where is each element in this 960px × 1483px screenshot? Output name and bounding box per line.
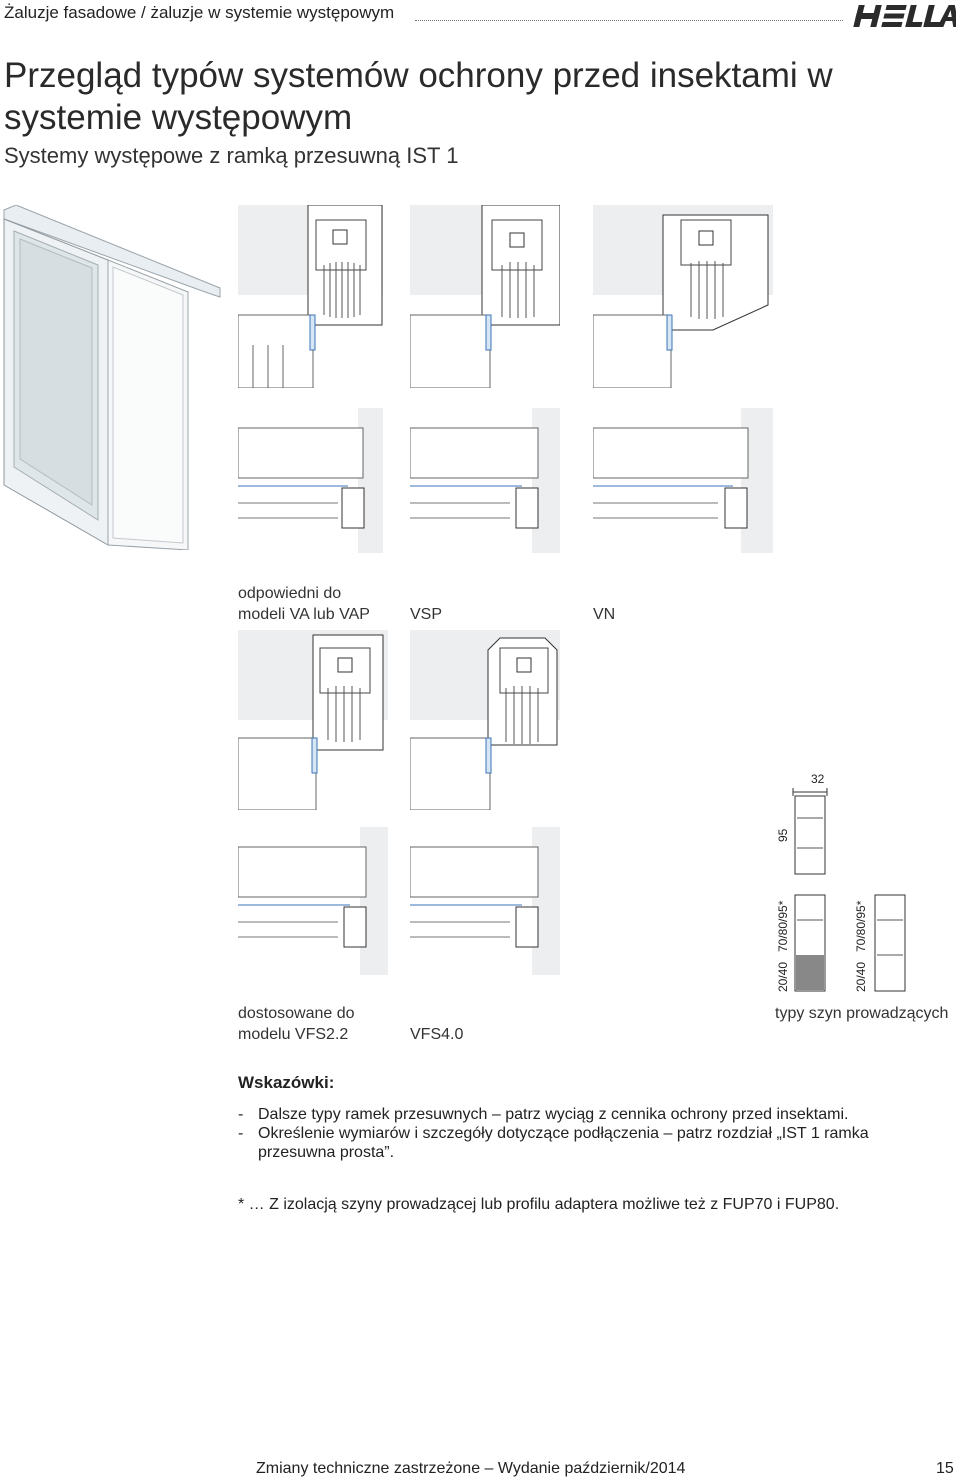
section-vn-bottom (593, 408, 773, 553)
guide-rail-profiles: 32 95 20/40 70/80/95* 20/40 70/80/95* (776, 772, 906, 992)
dim-width: 32 (811, 772, 825, 786)
note-item: -Dalsze typy ramek przesuwnych – patrz w… (238, 1106, 849, 1123)
section-vn-top (593, 205, 773, 388)
footer-text: Zmiany techniczne zastrzeżone – Wydanie … (256, 1460, 686, 1477)
hella-logo (853, 5, 956, 27)
caption-rails: typy szyn prowadzących (775, 1005, 949, 1022)
sliding-frame-illustration (3, 205, 221, 550)
section-vsp-top (410, 205, 560, 388)
section-vfs40-bottom (410, 827, 560, 975)
dim-rail-b-large: 70/80/95* (854, 900, 868, 952)
note-item: -Określenie wymiarów i szczegóły dotyczą… (238, 1125, 869, 1161)
page-title: Przegląd typów systemów ochrony przed in… (4, 56, 833, 137)
dim-height: 95 (776, 828, 790, 842)
dim-rail-a-small: 20/40 (776, 962, 790, 992)
header-dotted-rule (415, 20, 843, 21)
caption-vfs22: dostosowane do modelu VFS2.2 (238, 1005, 355, 1043)
page-number: 15 (936, 1460, 954, 1477)
caption-vn: VN (593, 606, 616, 623)
page-subtitle: Systemy występowe z ramką przesuwną IST … (4, 143, 459, 168)
notes-list: -Dalsze typy ramek przesuwnych – patrz w… (238, 1105, 938, 1162)
section-va-top (238, 205, 383, 388)
section-vfs22-bottom (238, 827, 388, 975)
section-va-bottom (238, 408, 383, 553)
notes-title: Wskazówki: (238, 1073, 335, 1092)
section-header: Żaluzje fasadowe / żaluzje w systemie wy… (4, 3, 395, 22)
dim-rail-b-small: 20/40 (854, 962, 868, 992)
footnote: * … Z izolacją szyny prowadzącej lub pro… (238, 1196, 840, 1213)
caption-va: odpowiedni do modeli VA lub VAP (238, 585, 370, 623)
section-vfs40-top (410, 630, 560, 810)
section-vsp-bottom (410, 408, 560, 553)
caption-vfs40: VFS4.0 (410, 1026, 464, 1043)
section-vfs22-top (238, 630, 388, 810)
dim-rail-a-large: 70/80/95* (776, 900, 790, 952)
caption-vsp: VSP (410, 606, 443, 623)
